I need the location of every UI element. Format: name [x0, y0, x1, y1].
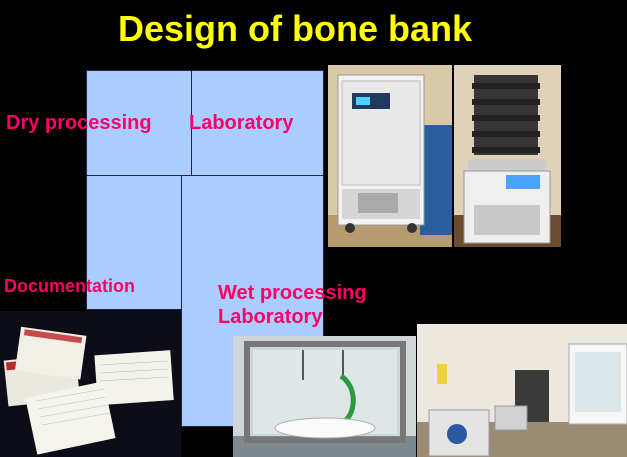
documentation-photo [0, 311, 181, 457]
label-wet-processing: Wet processing [218, 282, 367, 304]
laboratory-photo [417, 324, 627, 457]
wet-processing-photo [233, 336, 416, 457]
label-wet-laboratory: Laboratory [218, 306, 323, 328]
freezer-photo [328, 65, 452, 247]
slide-title: Design of bone bank [117, 8, 473, 49]
room-dry-processing [86, 70, 192, 176]
label-documentation: Documentation [4, 276, 136, 296]
room-documentation [86, 175, 192, 310]
label-dry-processing: Dry processing [6, 112, 152, 134]
room-laboratory [191, 70, 324, 176]
freeze-dryer-photo [454, 65, 561, 247]
label-laboratory: Laboratory [189, 112, 294, 134]
